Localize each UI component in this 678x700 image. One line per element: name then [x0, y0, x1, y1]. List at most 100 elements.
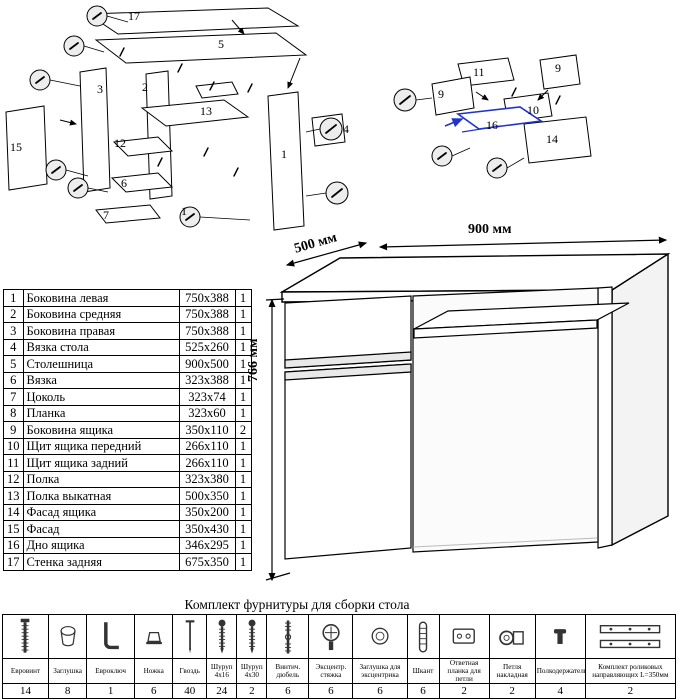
hardware-icon-cell [48, 614, 88, 659]
hardware-item-name: Ответная планка для петли [438, 657, 490, 685]
hinge-plate-icon [441, 616, 488, 658]
part-size: 266x110 [178, 454, 236, 472]
part-name: Боковина правая [22, 322, 180, 340]
part-name: Цоколь [22, 388, 180, 406]
part-size: 350x200 [178, 503, 236, 521]
part-name: Полка [22, 470, 180, 488]
part-number-label: 9 [438, 87, 444, 101]
hinge-icon [491, 616, 534, 658]
part-qty: 1 [234, 322, 252, 340]
hardware-icon-cell [406, 614, 440, 659]
hardware-item-name: Шкант [406, 657, 440, 685]
hardware-item-qty: 8 [48, 683, 88, 700]
part-size: 323x60 [178, 404, 236, 422]
part-number: 13 [3, 487, 24, 505]
hardware-item-name: Шуруп 4x30 [236, 657, 268, 685]
nail-icon [174, 616, 205, 658]
part-name: Вязка стола [22, 338, 180, 356]
hardware-icon-cell [266, 614, 310, 659]
part-number-label: 10 [527, 103, 539, 117]
cam-lock-icon [310, 616, 351, 658]
part-name: Вязка [22, 371, 180, 389]
part-qty: 1 [234, 305, 252, 323]
part-size: 350x110 [178, 421, 236, 439]
part-name: Щит ящика задний [22, 454, 180, 472]
shelf-support-icon [537, 616, 584, 658]
part-size: 750x388 [178, 289, 236, 307]
dimension-width-label: 900 мм [468, 222, 512, 237]
part-name: Боковина левая [22, 289, 180, 307]
hardware-icon-cell [352, 614, 408, 659]
part-qty: 1 [234, 487, 252, 505]
hardware-icon-cell [206, 614, 238, 659]
dowel-bolt-icon [268, 616, 307, 658]
part-number-label: 5 [218, 37, 224, 51]
part-size: 323x74 [178, 388, 236, 406]
part-number: 14 [3, 503, 24, 521]
hardware-item-qty: 6 [266, 683, 310, 700]
part-qty: 1 [234, 371, 252, 389]
hardware-item-name: Заглушка [48, 657, 88, 685]
hardware-item-name: Гвоздь [172, 657, 208, 685]
part-size: 750x388 [178, 305, 236, 323]
hardware-item-name: Ножка [134, 657, 174, 685]
drawer-slides-icon [587, 616, 674, 658]
part-number-label: 9 [555, 61, 561, 75]
part-number-label: 1 [181, 204, 187, 218]
hardware-item-name: Эксцентр. стяжка [308, 657, 354, 685]
part-name: Фасад ящика [22, 503, 180, 521]
hardware-item-qty: 6 [406, 683, 440, 700]
part-size: 750x388 [178, 322, 236, 340]
leg-icon [136, 616, 171, 658]
part-qty: 1 [234, 289, 252, 307]
part-qty: 1 [234, 404, 252, 422]
hardware-item-name: Полкодержатель [534, 657, 586, 685]
part-number: 9 [3, 421, 24, 439]
part-qty: 2 [234, 421, 252, 439]
wood-dowel-icon [409, 616, 438, 658]
part-number: 4 [3, 338, 24, 356]
part-name: Стенка задняя [22, 553, 180, 571]
part-qty: 1 [234, 470, 252, 488]
part-number-label: 15 [10, 140, 22, 154]
part-name: Фасад [22, 520, 180, 538]
part-name: Полка выкатная [22, 487, 180, 505]
part-number-label: 3 [97, 82, 103, 96]
part-size: 675x350 [178, 553, 236, 571]
part-number: 17 [3, 553, 24, 571]
part-number: 11 [3, 454, 24, 472]
part-number-label: 4 [343, 122, 349, 136]
hardware-item-qty: 6 [352, 683, 408, 700]
part-number-label: 6 [121, 176, 127, 190]
part-number-label: 17 [128, 9, 140, 23]
part-qty: 1 [234, 355, 252, 373]
screw-icon [208, 616, 235, 658]
part-size: 500x350 [178, 487, 236, 505]
part-number: 5 [3, 355, 24, 373]
hardware-item-qty: 1 [86, 683, 136, 700]
hardware-item-qty: 24 [206, 683, 238, 700]
part-qty: 1 [234, 503, 252, 521]
plug-icon [50, 616, 85, 658]
hardware-item-qty: 2 [488, 683, 536, 700]
part-size: 350x430 [178, 520, 236, 538]
hardware-item-name: Заглушка для эксцентрика [352, 657, 408, 685]
hardware-item-name: Комплект роликовых направляющих L=350мм [584, 657, 677, 685]
part-size: 323x380 [178, 470, 236, 488]
